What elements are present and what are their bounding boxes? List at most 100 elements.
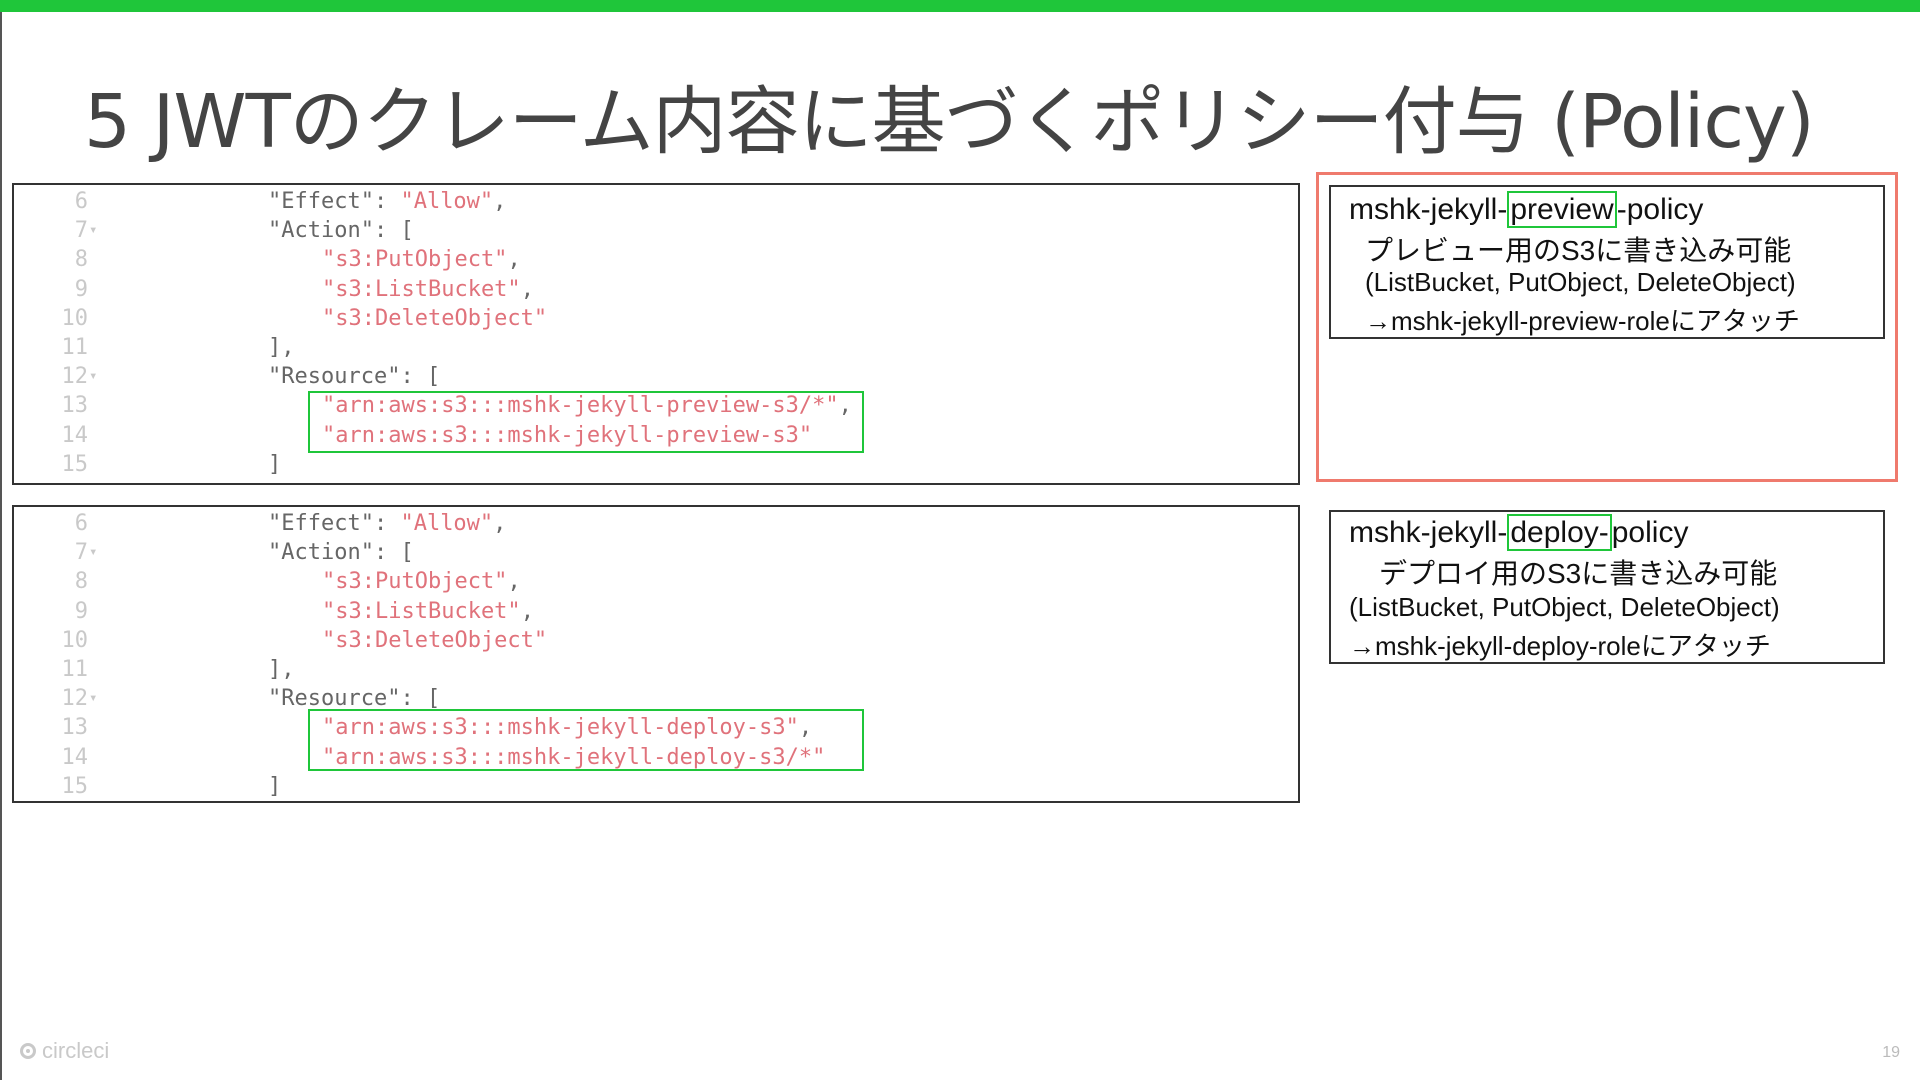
circleci-logo-text: circleci (42, 1038, 110, 1063)
line-number: 6 (74, 189, 88, 214)
code-line: 9 "s3:ListBucket", (14, 275, 1298, 304)
code-text: ], (268, 333, 295, 362)
code-line: 13 "arn:aws:s3:::mshk-jekyll-deploy-s3", (14, 713, 1298, 742)
code-string: "s3:PutObject" (322, 247, 508, 273)
line-number: 9 (74, 276, 88, 302)
line-number: 11 (61, 335, 89, 360)
code-text: ], (268, 655, 295, 684)
highlight-frame (1316, 172, 1898, 482)
policy-name: mshk-jekyll-deploy-policy (1349, 514, 1689, 551)
code-key: "Resource": [ (268, 364, 441, 390)
code-line: 10 "s3:DeleteObject" (14, 304, 1298, 333)
code-string: "Allow" (400, 511, 494, 536)
code-punctuation: , (838, 393, 852, 419)
code-line: 12▾ "Resource": [ (14, 362, 1298, 391)
top-accent-bar (0, 0, 1920, 12)
code-line: 14"arn:aws:s3:::mshk-jekyll-deploy-s3/*" (14, 743, 1298, 772)
code-panel-preview: 6"Effect": "Allow",7▾"Action": [8"s3:Put… (12, 183, 1300, 485)
code-punctuation: , (493, 189, 507, 214)
code-key: "Resource": [ (268, 686, 441, 712)
code-string: "s3:ListBucket" (322, 276, 521, 302)
policy-description-text: プレビュー用のS3に書き込み可能 (1365, 235, 1792, 266)
code-line: 6 "Effect": "Allow", (14, 509, 1298, 538)
policy-name: mshk-jekyll-preview-policy (1349, 191, 1704, 228)
line-number: 15 (61, 451, 89, 477)
fold-toggle-icon[interactable]: ▾ (89, 222, 98, 239)
fold-toggle-icon[interactable]: ▾ (89, 368, 98, 385)
slide-title: 5 JWTのクレーム内容に基づくポリシー付与 (Policy) (84, 79, 1815, 165)
code-line: 8 "s3:PutObject", (14, 245, 1298, 274)
code-line: 13 "arn:aws:s3:::mshk-jekyll-preview-s3/*… (14, 391, 1298, 420)
resource-highlight-box (308, 709, 864, 771)
policy-name-prefix: mshk-jekyll- (1349, 193, 1508, 226)
line-number: 11 (61, 657, 89, 682)
resource-highlight-box (308, 391, 864, 453)
code-punctuation: , (520, 276, 534, 302)
line-number: 6 (74, 511, 88, 536)
code-punctuation: , (507, 247, 521, 273)
code-text: ] (268, 772, 281, 801)
code-string: "arn:aws:s3:::mshk-jekyll-deploy-s3" (322, 715, 799, 741)
code-punctuation: , (493, 511, 507, 536)
code-text: "arn:aws:s3:::mshk-jekyll-deploy-s3", (322, 713, 812, 742)
policy-actions: (ListBucket, PutObject, DeleteObject) (1349, 592, 1780, 622)
code-string: "s3:DeleteObject" (322, 627, 548, 653)
left-edge-line (0, 12, 2, 1080)
code-string: "s3:DeleteObject" (322, 305, 548, 331)
policy-name-highlight: deploy- (1507, 514, 1612, 551)
code-punctuation: , (520, 598, 534, 624)
code-line: 15] (14, 772, 1298, 801)
code-key: "Action": [ (268, 540, 414, 566)
code-line: 7▾ "Action": [ (14, 216, 1298, 245)
policy-name-suffix: -policy (1616, 193, 1704, 226)
code-key: ] (268, 451, 282, 477)
line-number: 15 (61, 773, 89, 799)
page-number: 19 (1882, 1044, 1900, 1061)
code-text: "Effect": "Allow", (268, 187, 506, 216)
line-number: 13 (61, 715, 89, 741)
code-string: "Allow" (400, 189, 494, 214)
line-number: 10 (61, 305, 89, 331)
deploy-policy-description: mshk-jekyll-deploy-policy デプロイ用のS3に書き込み可… (1329, 510, 1885, 664)
code-line: 12▾ "Resource": [ (14, 684, 1298, 713)
code-text: ] (268, 450, 281, 479)
code-line: 11], (14, 333, 1298, 362)
code-string: "arn:aws:s3:::mshk-jekyll-preview-s3/*" (322, 393, 839, 419)
fold-toggle-icon[interactable]: ▾ (89, 690, 98, 707)
policy-name-prefix: mshk-jekyll- (1349, 516, 1508, 549)
code-text: "Resource": [ (268, 684, 440, 713)
circleci-logo-icon (20, 1043, 36, 1059)
code-line: 9"s3:ListBucket", (14, 597, 1298, 626)
line-number: 8 (74, 247, 88, 273)
line-number: 12 (61, 364, 89, 390)
code-key: ], (268, 335, 295, 360)
line-number: 7 (74, 218, 88, 244)
circleci-logo: circleci (20, 1038, 109, 1064)
code-line: 8"s3:PutObject", (14, 567, 1298, 596)
code-text: "s3:DeleteObject" (322, 626, 547, 655)
code-text: "Action": [ (268, 216, 414, 245)
code-line: 7▾"Action": [ (14, 538, 1298, 567)
code-text: "Effect": "Allow", (268, 509, 506, 538)
code-line: 6 "Effect": "Allow", (14, 187, 1298, 216)
code-key: "Effect": (268, 511, 401, 536)
policy-attach-role: →mshk-jekyll-preview-roleにアタッチ (1365, 306, 1800, 336)
fold-toggle-icon[interactable]: ▾ (89, 544, 98, 561)
code-line: 11], (14, 655, 1298, 684)
code-panel-deploy: 6"Effect": "Allow",7▾"Action": [8"s3:Put… (12, 505, 1300, 803)
code-string: "s3:ListBucket" (322, 598, 521, 624)
code-string: "arn:aws:s3:::mshk-jekyll-deploy-s3/*" (322, 744, 826, 770)
code-text: "arn:aws:s3:::mshk-jekyll-deploy-s3/*" (322, 743, 825, 772)
line-number: 13 (61, 393, 89, 419)
code-key: ], (268, 657, 295, 682)
code-line: 14 "arn:aws:s3:::mshk-jekyll-preview-s3" (14, 421, 1298, 450)
policy-name-suffix: policy (1611, 516, 1689, 549)
policy-description-text: デプロイ用のS3に書き込み可能 (1379, 558, 1778, 589)
line-number: 10 (61, 627, 89, 653)
policy-actions: (ListBucket, PutObject, DeleteObject) (1365, 267, 1796, 297)
code-text: "arn:aws:s3:::mshk-jekyll-preview-s3" (322, 421, 812, 450)
policy-name-highlight: preview (1507, 191, 1617, 228)
code-line: 15] (14, 450, 1298, 479)
line-number: 14 (61, 422, 89, 448)
line-number: 12 (61, 686, 89, 712)
